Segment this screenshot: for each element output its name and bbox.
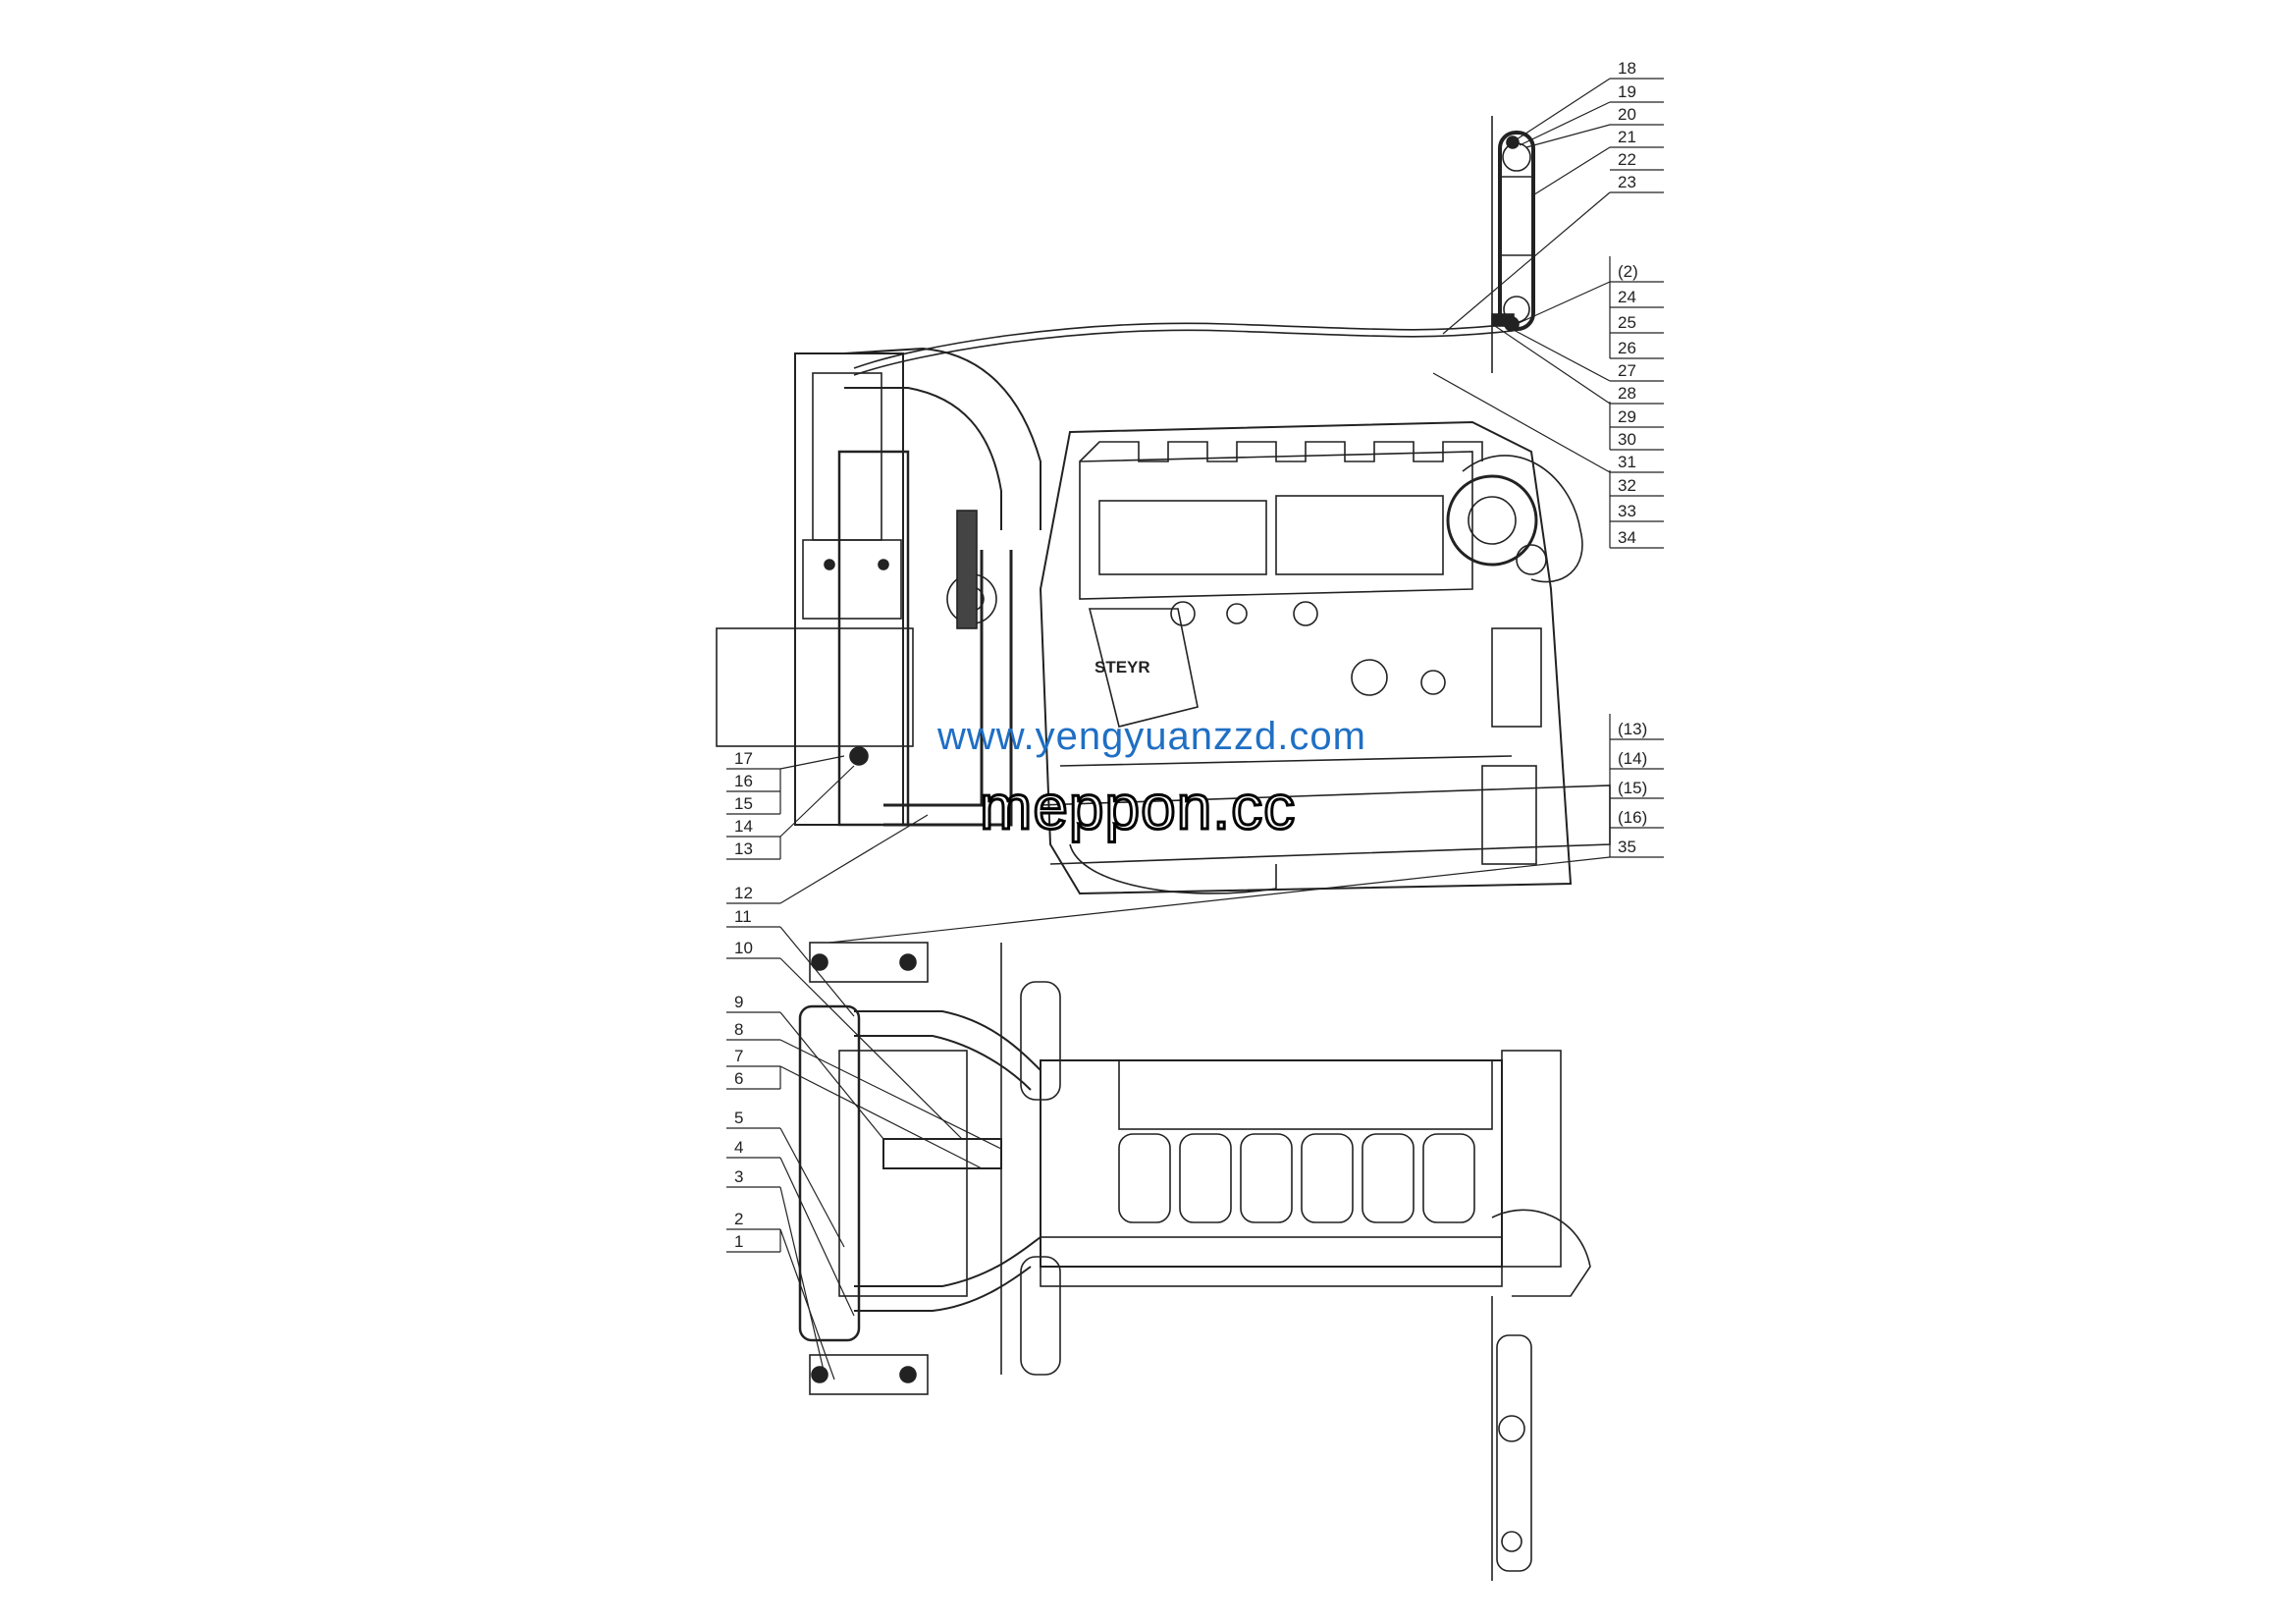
radiator-side-view <box>716 352 914 827</box>
part-label: 10 <box>734 939 753 957</box>
part-labels: 181920212223(2)2425262728293031323334(13… <box>734 59 1647 1251</box>
leader-line <box>1516 78 1611 140</box>
engine-top-view <box>798 942 1591 1581</box>
leader-line <box>779 1186 826 1376</box>
part-label: 29 <box>1618 407 1636 426</box>
part-label: (16) <box>1618 808 1647 827</box>
leader-line <box>779 1065 983 1169</box>
part-label: 8 <box>734 1020 743 1039</box>
part-label: (2) <box>1618 262 1638 281</box>
part-label: 18 <box>1618 59 1636 78</box>
cylinder-head <box>1301 1133 1354 1223</box>
part-label: 4 <box>734 1138 743 1157</box>
leader-line <box>779 1127 845 1248</box>
part-label: (15) <box>1618 779 1647 797</box>
part-label: 7 <box>734 1047 743 1065</box>
leader-line <box>779 957 963 1140</box>
part-label: 3 <box>734 1167 743 1186</box>
expansion-tank <box>1491 116 1535 373</box>
part-label: 24 <box>1618 288 1636 306</box>
watermark-meppon: meppon.cc <box>978 772 1297 842</box>
part-label: 12 <box>734 884 753 902</box>
part-label: (14) <box>1618 749 1647 768</box>
cylinder-head <box>1422 1133 1475 1223</box>
upper-hose <box>843 347 1041 530</box>
cylinder-heads <box>1118 1133 1475 1223</box>
part-label: (13) <box>1618 720 1647 738</box>
leader-line <box>779 1011 884 1140</box>
part-label: 27 <box>1618 361 1636 380</box>
part-label: 1 <box>734 1232 743 1251</box>
watermark-url: www.yengyuanzzd.com <box>937 715 1366 758</box>
leader-line <box>779 926 855 1017</box>
leader-line <box>779 814 929 904</box>
cylinder-head <box>1240 1133 1293 1223</box>
leader-line <box>779 1228 835 1380</box>
engine-block-side-view: STEYR <box>946 420 1611 895</box>
upper-hose-outline <box>844 387 1002 530</box>
part-label: 28 <box>1618 384 1636 403</box>
part-label: 16 <box>734 772 753 790</box>
lower-pipe <box>883 550 1013 827</box>
part-label: 33 <box>1618 502 1636 520</box>
part-label: 17 <box>734 749 753 768</box>
leader-line <box>1511 328 1611 382</box>
part-label: 15 <box>734 794 753 813</box>
steyr-plate: STEYR <box>1095 658 1150 677</box>
leader-line <box>1442 191 1611 335</box>
vent-hose <box>853 322 1513 369</box>
part-label: 6 <box>734 1069 743 1088</box>
part-label: 23 <box>1618 173 1636 191</box>
part-label: 9 <box>734 993 743 1011</box>
part-label: 30 <box>1618 430 1636 449</box>
cylinder-head <box>1362 1133 1415 1223</box>
part-label: 31 <box>1618 453 1636 471</box>
leader-line <box>828 856 1611 944</box>
leader-line <box>779 1157 855 1317</box>
leader-line <box>1530 146 1611 197</box>
cylinder-head <box>1118 1133 1171 1223</box>
part-label: 19 <box>1618 82 1636 101</box>
leader-lines <box>726 78 1664 1380</box>
leader-line <box>779 1039 1002 1150</box>
leader-line <box>779 765 855 838</box>
part-label: 13 <box>734 839 753 858</box>
part-label: 14 <box>734 817 753 836</box>
leader-line <box>1491 323 1611 405</box>
cylinder-head <box>1179 1133 1232 1223</box>
part-label: 11 <box>734 907 752 926</box>
part-label: 35 <box>1618 838 1636 856</box>
leader-line <box>1525 124 1611 148</box>
part-label: 26 <box>1618 339 1636 357</box>
part-label: 25 <box>1618 313 1636 332</box>
leader-line <box>1516 281 1611 325</box>
part-label: 2 <box>734 1210 743 1228</box>
part-label: 21 <box>1618 128 1636 146</box>
part-label: 34 <box>1618 528 1636 547</box>
leader-line <box>1432 372 1611 473</box>
part-label: 32 <box>1618 476 1636 495</box>
leader-line <box>779 755 845 770</box>
vent-hose-outline <box>853 329 1513 376</box>
part-label: 5 <box>734 1109 743 1127</box>
part-label: 20 <box>1618 105 1636 124</box>
part-label: 22 <box>1618 150 1636 169</box>
leader-line <box>1519 101 1611 146</box>
